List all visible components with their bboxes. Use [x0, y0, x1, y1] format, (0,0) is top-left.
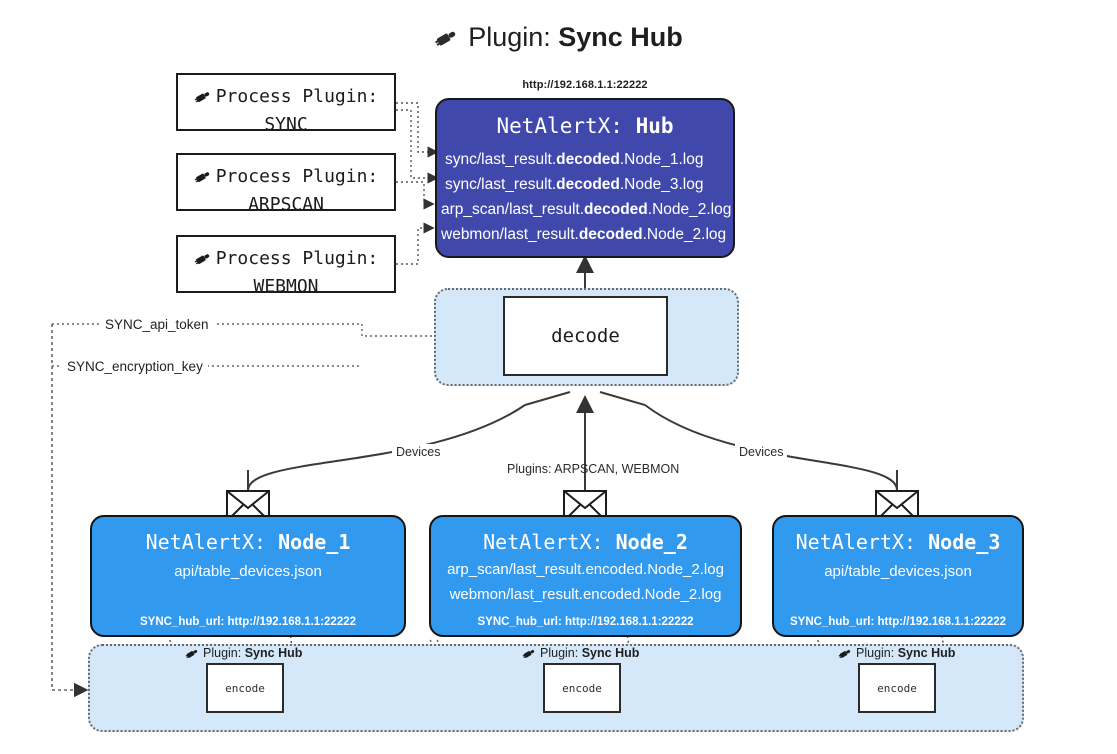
hub-title-name: Hub — [635, 114, 674, 138]
node-title-prefix: NetAlertX: — [145, 530, 267, 554]
node-box-node1[interactable]: NetAlertX: Node_1 api/table_devices.json… — [90, 515, 406, 637]
edge-sync-to-hub-log2 — [396, 109, 439, 184]
process-plugin-name: WEBMON — [253, 276, 319, 297]
node-title: NetAlertX: Node_2 — [431, 529, 740, 555]
node-title-prefix: NetAlertX: — [483, 530, 604, 554]
node-line: arp_scan/last_result.encoded.Node_2.log — [447, 561, 724, 578]
edge-label-plugins-middle: Plugins: ARPSCAN, WEBMON — [507, 462, 680, 476]
node-box-node3[interactable]: NetAlertX: Node_3 api/table_devices.json… — [772, 515, 1024, 637]
encode-box-node1[interactable]: encode — [206, 663, 284, 713]
hub-url-label: http://192.168.1.1:22222 — [522, 79, 648, 91]
plug-icon — [522, 646, 538, 664]
process-plugin-arpscan[interactable]: Process Plugin: ARPSCAN — [176, 153, 396, 215]
env-encryption-key-label: SYNC_encryption_key — [62, 358, 208, 375]
node-title: NetAlertX: Node_1 — [92, 529, 404, 555]
encode-box-node3[interactable]: encode — [858, 663, 936, 713]
edge-node3-devices-to-decode — [644, 404, 898, 491]
hub-box[interactable]: NetAlertX: Hub sync/last_result.decoded.… — [435, 98, 735, 258]
encoder-caption-name: Sync Hub — [581, 646, 640, 660]
hub-log-line: sync/last_result.decoded.Node_1.log — [445, 151, 704, 168]
node-title-name: Node_1 — [278, 530, 351, 554]
edge-arpscan-to-hub-log3 — [396, 181, 435, 210]
edge-encryption-key-to-encoders — [51, 324, 89, 698]
encode-label: encode — [225, 681, 265, 695]
hub-log-line: arp_scan/last_result.decoded.Node_2.log — [441, 201, 732, 218]
edge-webmon-to-hub-log4 — [396, 222, 435, 265]
edge-sync-to-hub-log1 — [396, 102, 439, 158]
node-line: webmon/last_result.encoded.Node_2.log — [449, 586, 722, 603]
edge-right-merge — [599, 391, 646, 406]
process-plugin-label: Process Plugin: — [215, 86, 379, 107]
edge-left-merge — [524, 391, 571, 406]
node-box-node2[interactable]: NetAlertX: Node_2 arp_scan/last_result.e… — [429, 515, 742, 637]
plug-icon — [434, 17, 462, 63]
node-title: NetAlertX: Node_3 — [774, 529, 1022, 555]
plug-icon — [194, 249, 214, 274]
hub-log-line: sync/last_result.decoded.Node_3.log — [445, 176, 704, 193]
hub-title-prefix: NetAlertX: — [496, 114, 623, 138]
encoder-caption-prefix: Plugin: — [203, 646, 242, 660]
page-title: Plugin: Sync Hub — [0, 14, 1117, 63]
encoder-caption-node3: Plugin: Sync Hub — [838, 645, 955, 664]
encoder-caption-prefix: Plugin: — [856, 646, 895, 660]
plug-icon — [185, 646, 201, 664]
node-footer: SYNC_hub_url: http://192.168.1.1:22222 — [139, 616, 357, 628]
hub-log-line: webmon/last_result.decoded.Node_2.log — [441, 226, 727, 243]
decode-box[interactable]: decode — [503, 296, 668, 376]
node-footer: SYNC_hub_url: http://192.168.1.1:22222 — [789, 616, 1007, 628]
page-title-prefix: Plugin: — [468, 22, 551, 52]
plug-icon — [838, 646, 854, 664]
encoder-caption-node1: Plugin: Sync Hub — [185, 645, 302, 664]
process-plugin-label: Process Plugin: — [215, 166, 379, 187]
process-plugin-name: ARPSCAN — [248, 194, 324, 215]
encoder-caption-prefix: Plugin: — [540, 646, 579, 660]
node-line: api/table_devices.json — [174, 563, 322, 580]
node-line: api/table_devices.json — [824, 563, 972, 580]
node-title-prefix: NetAlertX: — [795, 530, 917, 554]
edge-label-devices-left: Devices — [392, 444, 445, 460]
process-plugin-label: Process Plugin: — [215, 248, 379, 269]
process-plugin-sync[interactable]: Process Plugin: SYNC — [176, 73, 396, 135]
encode-label: encode — [562, 681, 602, 695]
process-plugin-name: SYNC — [264, 114, 308, 135]
env-api-token-label: SYNC_api_token — [100, 316, 214, 333]
edge-label-devices-right: Devices — [735, 444, 788, 460]
encode-label: encode — [877, 681, 917, 695]
encoder-caption-name: Sync Hub — [244, 646, 303, 660]
hub-log-list: sync/last_result.decoded.Node_1.log sync… — [437, 147, 733, 247]
node-title-name: Node_3 — [928, 530, 1001, 554]
decode-label: decode — [551, 325, 620, 347]
encode-box-node2[interactable]: encode — [543, 663, 621, 713]
node-footer: SYNC_hub_url: http://192.168.1.1:22222 — [477, 616, 694, 628]
encoder-caption-name: Sync Hub — [897, 646, 956, 660]
node-title-name: Node_2 — [615, 530, 688, 554]
plug-icon — [194, 87, 214, 112]
encoder-caption-node2: Plugin: Sync Hub — [522, 645, 639, 664]
hub-title: NetAlertX: Hub — [437, 112, 733, 140]
process-plugin-webmon[interactable]: Process Plugin: WEBMON — [176, 235, 396, 297]
plug-icon — [194, 167, 214, 192]
page-title-name: Sync Hub — [558, 22, 683, 52]
edge-node1-devices-to-decode — [247, 404, 526, 491]
